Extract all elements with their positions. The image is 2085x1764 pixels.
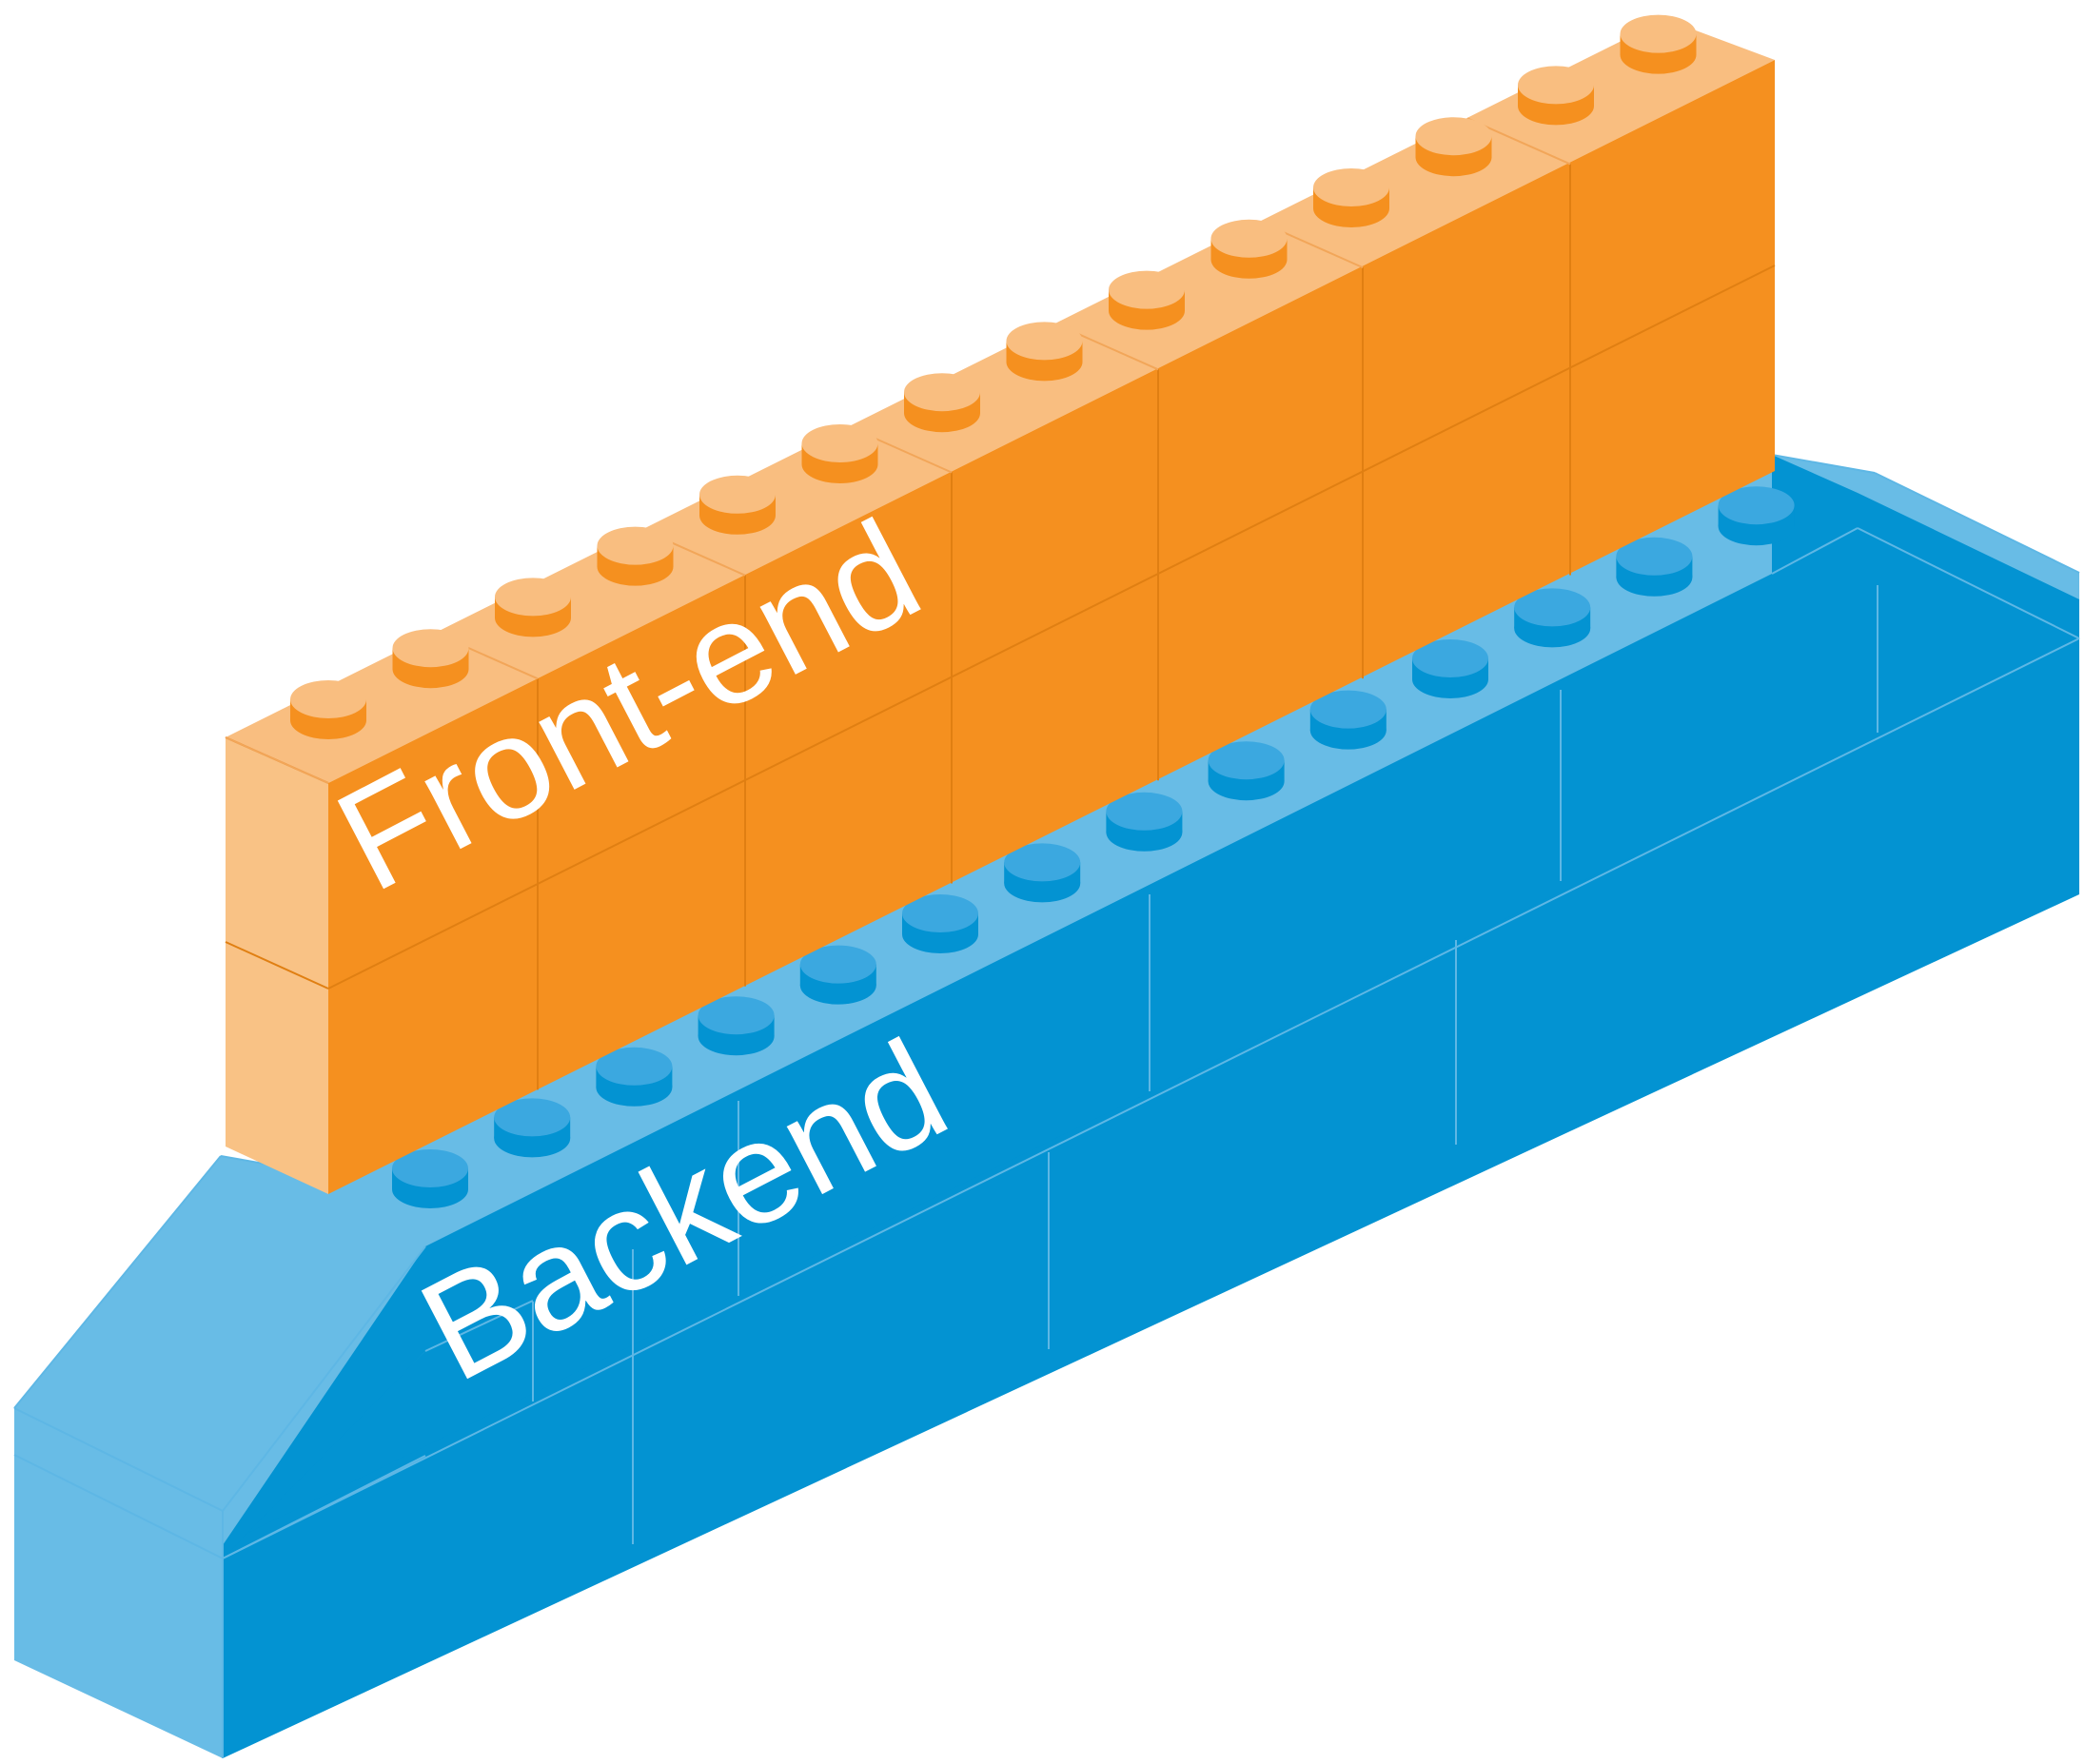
backend-edge-line — [13, 1155, 222, 1409]
backend-edge-line — [1771, 527, 1859, 575]
backend-left-end-face — [14, 1408, 223, 1758]
backend-stud-top — [902, 894, 978, 932]
backend-stud-top — [698, 996, 775, 1035]
front-end-stud-top — [1210, 219, 1288, 258]
front-end-stud-top — [1518, 66, 1594, 105]
backend-stud-top — [494, 1098, 571, 1137]
backend-stud-top — [1309, 690, 1387, 729]
front-end-stud-top — [1313, 168, 1389, 206]
backend-stud-top — [1514, 588, 1591, 627]
front-end-stud-top — [904, 373, 980, 412]
front-end-stud-top — [1006, 322, 1083, 361]
front-end-stud-top — [290, 680, 366, 718]
front-end-edge-line — [225, 941, 329, 990]
front-end-edge-line — [327, 265, 1776, 990]
front-end-stud-top — [801, 424, 878, 462]
backend-edge-line — [424, 1300, 534, 1352]
front-end-stud-top — [495, 578, 571, 617]
backend-stud-top — [1106, 792, 1183, 831]
backend-stud-top — [1412, 639, 1488, 677]
backend-upper-front-face — [223, 455, 2079, 1558]
backend-bevel-front-face — [223, 1246, 425, 1558]
backend-edge-line — [222, 1245, 426, 1512]
backend-stud-top — [1004, 843, 1081, 882]
front-end-stud-top — [597, 526, 674, 565]
front-end-stud-top — [1109, 270, 1185, 309]
backend-edge-line — [222, 637, 2080, 1559]
backend-lower-front-face — [223, 638, 2079, 1758]
front-end-stud-top — [392, 629, 469, 668]
front-end-stud-top — [1620, 14, 1697, 53]
backend-stud-top — [1718, 486, 1795, 525]
backend-stud-top — [799, 945, 876, 984]
backend-edge-line — [1874, 472, 2080, 574]
backend-stud-top — [392, 1149, 468, 1187]
front-end-top-joint — [225, 736, 329, 784]
backend-edge-line — [13, 1454, 224, 1559]
backend-edge-line — [1857, 527, 2080, 639]
backend-stud-top — [1208, 741, 1285, 780]
front-end-brick-layer — [225, 14, 1776, 1194]
front-end-stud-top — [699, 475, 776, 514]
backend-stud-top — [1616, 537, 1693, 576]
backend-edge-line — [222, 1455, 426, 1559]
front-end-stud-top — [1415, 117, 1492, 156]
backend-edge-line — [13, 1407, 224, 1512]
backend-brick-layer — [13, 454, 2080, 1758]
backend-edge-line — [1771, 454, 1876, 474]
backend-stud-top — [596, 1047, 673, 1086]
